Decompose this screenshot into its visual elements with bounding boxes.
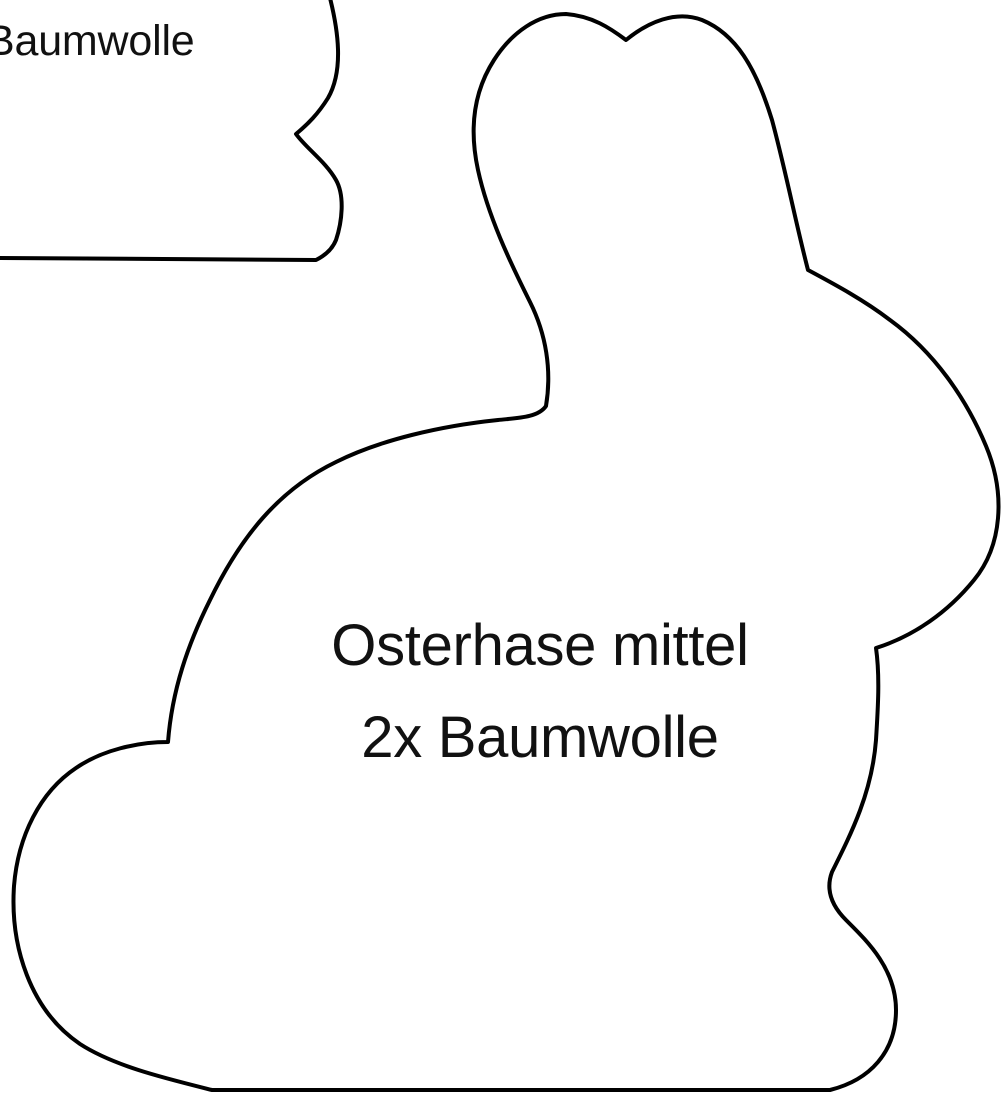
partial-template-outline <box>0 0 344 262</box>
material-quantity-text: 2x Baumwolle <box>361 705 719 770</box>
template-name-text: Osterhase mittel <box>331 613 749 678</box>
bunny-outline <box>11 12 1001 1092</box>
bunny-template-label: Osterhase mittel 2x Baumwolle <box>236 600 844 784</box>
partial-template-label: Baumwolle <box>0 17 195 65</box>
